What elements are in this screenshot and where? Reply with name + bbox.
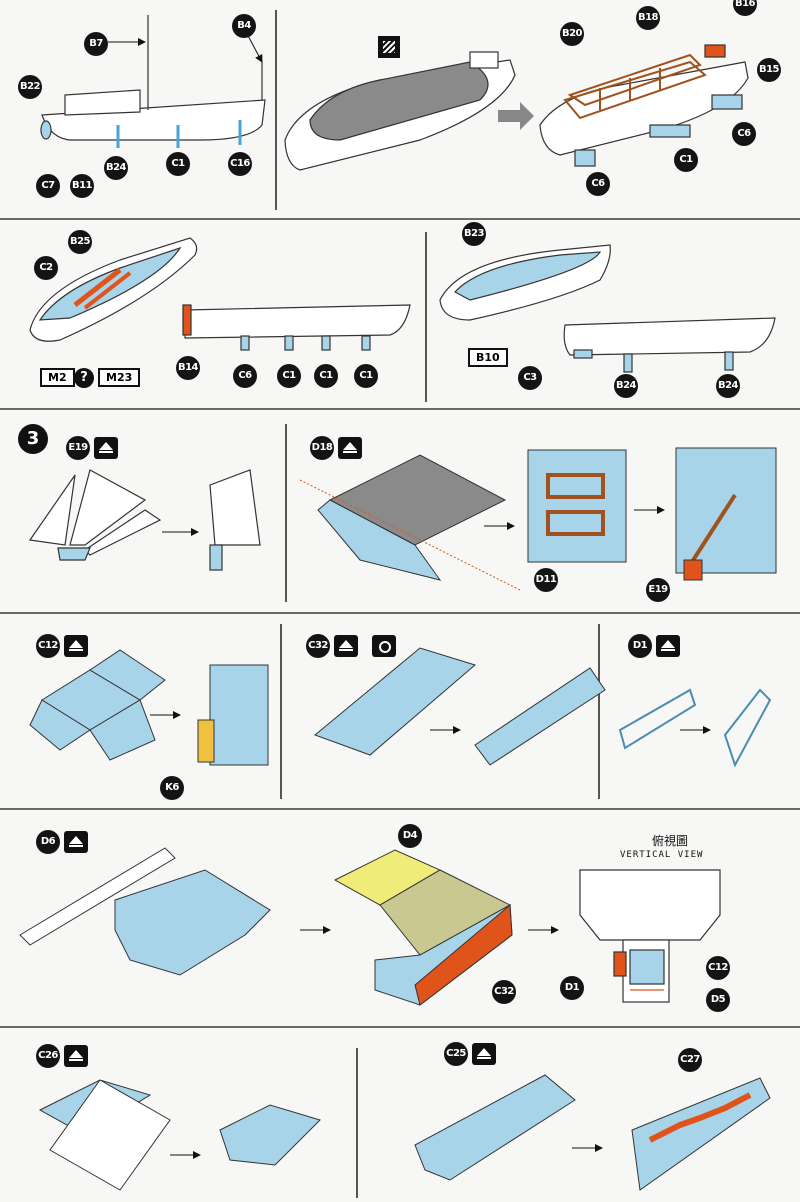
divider bbox=[0, 408, 800, 410]
fold-up-icon bbox=[64, 1045, 88, 1067]
part-label-b24: B24 bbox=[716, 374, 740, 398]
part-label-b20: B20 bbox=[560, 22, 584, 46]
ladder-drawing bbox=[618, 688, 772, 768]
option-box-m2: M2 bbox=[40, 368, 75, 387]
part-label-c7: C7 bbox=[36, 174, 60, 198]
part-label-b24: B24 bbox=[614, 374, 638, 398]
part-label-c1: C1 bbox=[166, 152, 190, 176]
part-label-c1: C1 bbox=[314, 364, 338, 388]
lifeboat-drawing bbox=[439, 244, 776, 373]
part-label-e19: E19 bbox=[646, 578, 670, 602]
part-label-d4: D4 bbox=[398, 824, 422, 848]
divider bbox=[0, 218, 800, 220]
part-label-e19: E19 bbox=[66, 436, 90, 460]
divider bbox=[425, 232, 427, 402]
part-label-b4: B4 bbox=[232, 14, 256, 38]
part-label-b22: B22 bbox=[18, 75, 42, 99]
part-label-b15: B15 bbox=[757, 58, 781, 82]
vertical-view-title-cn: 俯視圖 bbox=[651, 834, 688, 848]
fold-up-icon bbox=[338, 437, 362, 459]
deck-assembled-drawing bbox=[333, 849, 513, 1006]
part-label-c2: C2 bbox=[34, 256, 58, 280]
divider bbox=[598, 624, 600, 799]
covered-boat-drawing bbox=[284, 51, 516, 171]
part-label-b25: B25 bbox=[68, 230, 92, 254]
framed-boat-drawing bbox=[539, 44, 749, 167]
part-label-b11: B11 bbox=[70, 174, 94, 198]
part-label-c3: C3 bbox=[518, 366, 542, 390]
option-question-icon: ? bbox=[74, 368, 94, 388]
part-label-b18: B18 bbox=[636, 6, 660, 30]
open-boat-drawing bbox=[29, 237, 198, 342]
part-label-b24: B24 bbox=[104, 156, 128, 180]
part-label-b14: B14 bbox=[176, 356, 200, 380]
part-label-c1: C1 bbox=[277, 364, 301, 388]
part-label-d11: D11 bbox=[534, 568, 558, 592]
part-label-c1: C1 bbox=[354, 364, 378, 388]
part-label-c12: C12 bbox=[706, 956, 730, 980]
fold-up-icon bbox=[94, 437, 118, 459]
fold-up-icon bbox=[472, 1043, 496, 1065]
cage-panel-drawing bbox=[527, 447, 777, 581]
divider bbox=[0, 612, 800, 614]
etch-fan-drawing bbox=[28, 469, 261, 571]
fold-up-icon bbox=[64, 635, 88, 657]
part-label-c32: C32 bbox=[306, 634, 330, 658]
part-label-c12: C12 bbox=[36, 634, 60, 658]
vertical-view-drawing bbox=[579, 869, 721, 1003]
platform-template-drawing bbox=[38, 1079, 321, 1191]
box-template-drawing bbox=[29, 649, 269, 766]
divider bbox=[0, 808, 800, 810]
step-number: 3 bbox=[18, 424, 48, 454]
hull-strip-drawing bbox=[182, 304, 411, 351]
part-box-b10: B10 bbox=[468, 348, 508, 367]
divider bbox=[280, 624, 282, 799]
part-label-d18: D18 bbox=[310, 436, 334, 460]
part-label-c6: C6 bbox=[732, 122, 756, 146]
grating-sheet-drawing bbox=[299, 454, 521, 591]
part-label-c16: C16 bbox=[228, 152, 252, 176]
gangway-strip-drawing bbox=[314, 647, 606, 766]
part-label-c32: C32 bbox=[492, 980, 516, 1004]
hatched-part-icon bbox=[378, 36, 400, 58]
long-gangway-drawing bbox=[414, 1074, 771, 1191]
divider bbox=[275, 10, 277, 210]
fold-up-icon bbox=[334, 635, 358, 657]
part-label-k6: K6 bbox=[160, 776, 184, 800]
divider bbox=[356, 1048, 358, 1198]
fold-up-icon bbox=[64, 831, 88, 853]
part-label-b7: B7 bbox=[84, 32, 108, 56]
drill-hole-icon bbox=[372, 635, 396, 657]
part-label-c6: C6 bbox=[233, 364, 257, 388]
part-label-b16: B16 bbox=[733, 0, 757, 16]
part-label-b23: B23 bbox=[462, 222, 486, 246]
divider bbox=[0, 1026, 800, 1028]
part-label-c1: C1 bbox=[674, 148, 698, 172]
part-label-d1: D1 bbox=[628, 634, 652, 658]
part-label-c26: C26 bbox=[36, 1044, 60, 1068]
boat-profile-drawing bbox=[40, 15, 266, 148]
fold-up-icon bbox=[656, 635, 680, 657]
vertical-view-title-en: VERTICAL VIEW bbox=[620, 850, 704, 860]
option-box-m23: M23 bbox=[98, 368, 141, 387]
part-label-d6: D6 bbox=[36, 830, 60, 854]
part-label-c6: C6 bbox=[586, 172, 610, 196]
deck-template-drawing bbox=[19, 847, 271, 976]
part-label-d5: D5 bbox=[706, 988, 730, 1012]
part-label-c25: C25 bbox=[444, 1042, 468, 1066]
part-label-d1: D1 bbox=[560, 976, 584, 1000]
part-label-c27: C27 bbox=[678, 1048, 702, 1072]
divider bbox=[285, 424, 287, 602]
